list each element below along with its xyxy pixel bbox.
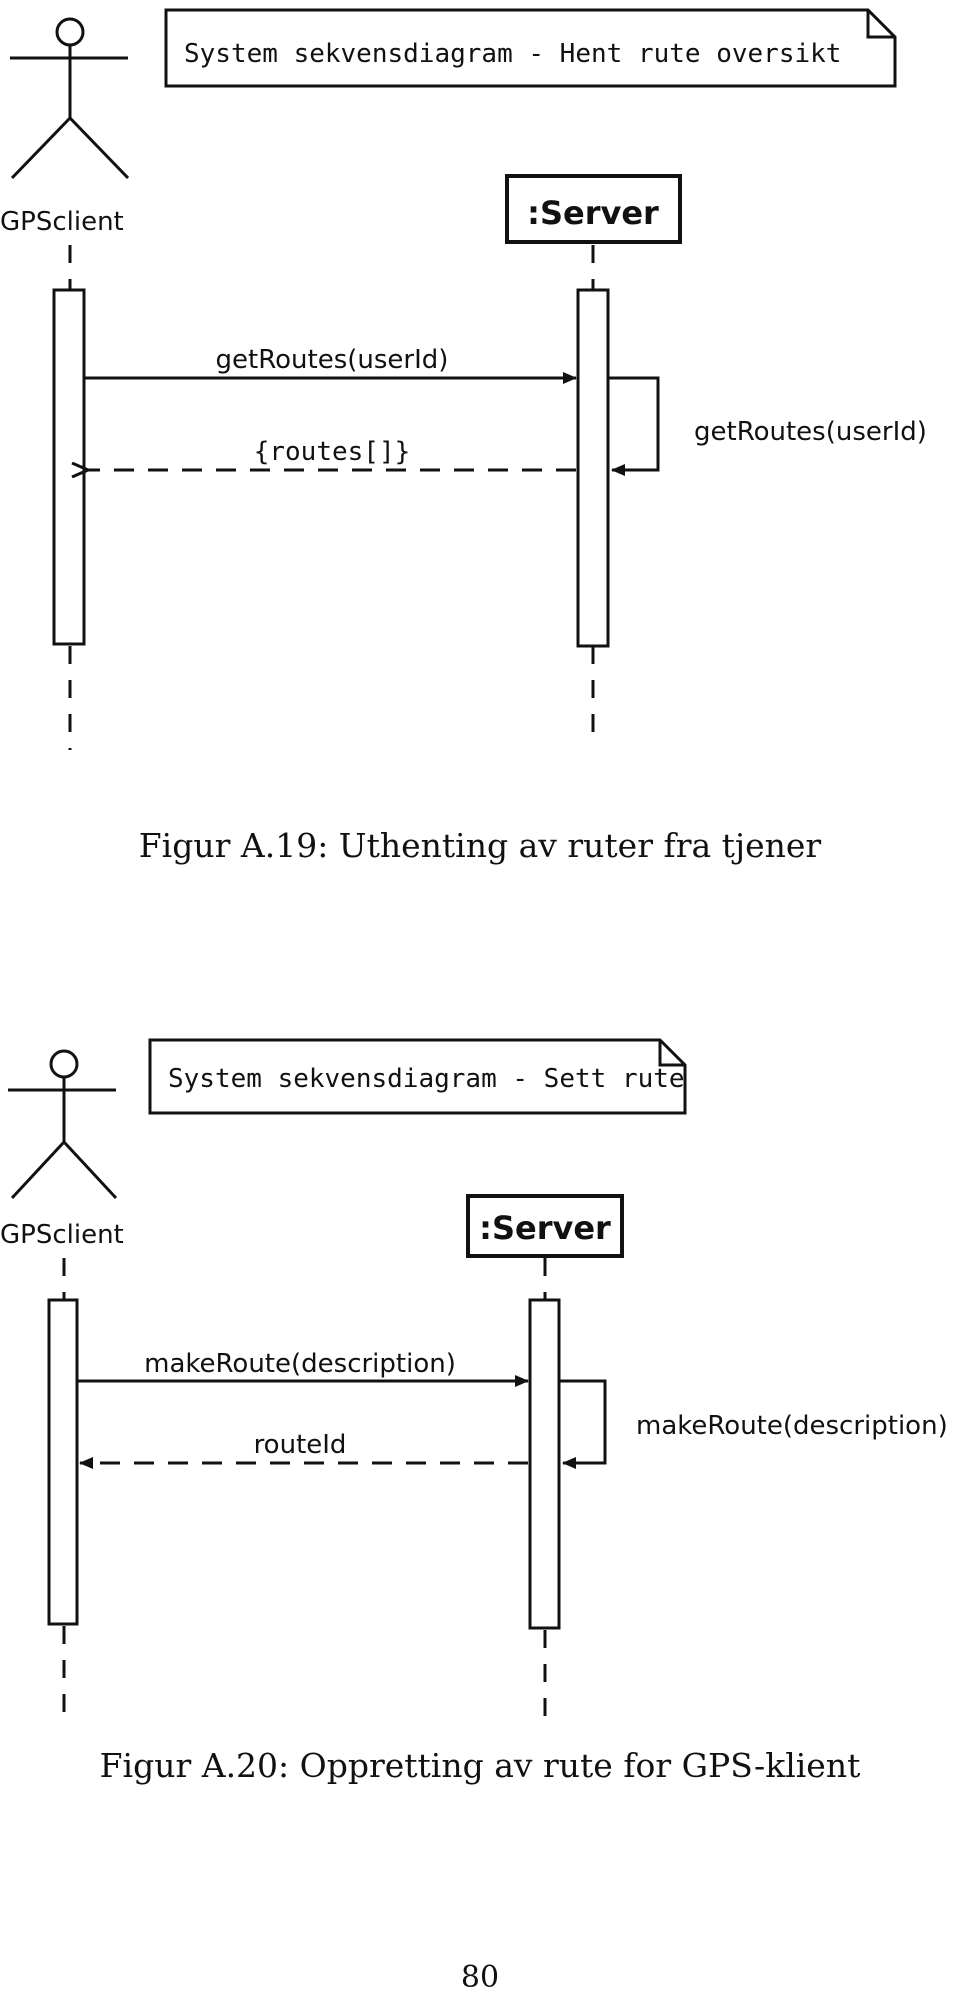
page-number: 80 [460, 1960, 500, 1995]
figure-caption: Figur A.19: Uthenting av ruter fra tjene… [138, 826, 822, 865]
actor-icon [10, 17, 130, 180]
self-call-arrow [559, 1379, 607, 1469]
note-text: System sekvensdiagram - Hent rute oversi… [184, 39, 841, 69]
figure-caption: Figur A.20: Oppretting av rute for GPS-k… [99, 1746, 861, 1785]
diagram-title-note: System sekvensdiagram - Hent rute oversi… [164, 8, 897, 88]
self-call-label: makeRoute(description) [636, 1411, 948, 1441]
server-lifeline-header: :Server [466, 1194, 624, 1258]
actor-label: GPSclient [0, 207, 124, 237]
client-activation-bar [52, 288, 86, 646]
note-text: System sekvensdiagram - Sett rute [168, 1064, 685, 1094]
diagram-canvas: System sekvensdiagram - Sett rute GPScli… [0, 1038, 948, 1720]
server-label: :Server [527, 194, 659, 232]
sequence-diagram-routes-overview: System sekvensdiagram - Hent rute oversi… [0, 0, 960, 760]
diagram-canvas: System sekvensdiagram - Hent rute oversi… [0, 8, 927, 750]
return-label: {routes[]} [254, 437, 411, 467]
sequence-diagram-set-route: System sekvensdiagram - Sett rute GPScli… [0, 1020, 960, 1760]
call-label: makeRoute(description) [144, 1349, 456, 1379]
server-activation-bar [576, 288, 610, 648]
client-activation-bar [47, 1298, 79, 1626]
diagram-title-note: System sekvensdiagram - Sett rute [148, 1038, 687, 1115]
server-lifeline-header: :Server [505, 174, 682, 244]
lifelines [68, 245, 595, 750]
self-call-label: getRoutes(userId) [694, 417, 927, 447]
return-label: routeId [254, 1430, 347, 1460]
server-label: :Server [479, 1209, 611, 1247]
actor-icon [8, 1049, 118, 1200]
call-label: getRoutes(userId) [216, 345, 449, 375]
server-activation-bar [528, 1298, 561, 1630]
lifelines [62, 1258, 547, 1720]
actor-label: GPSclient [0, 1220, 124, 1250]
self-call-arrow [608, 376, 660, 476]
